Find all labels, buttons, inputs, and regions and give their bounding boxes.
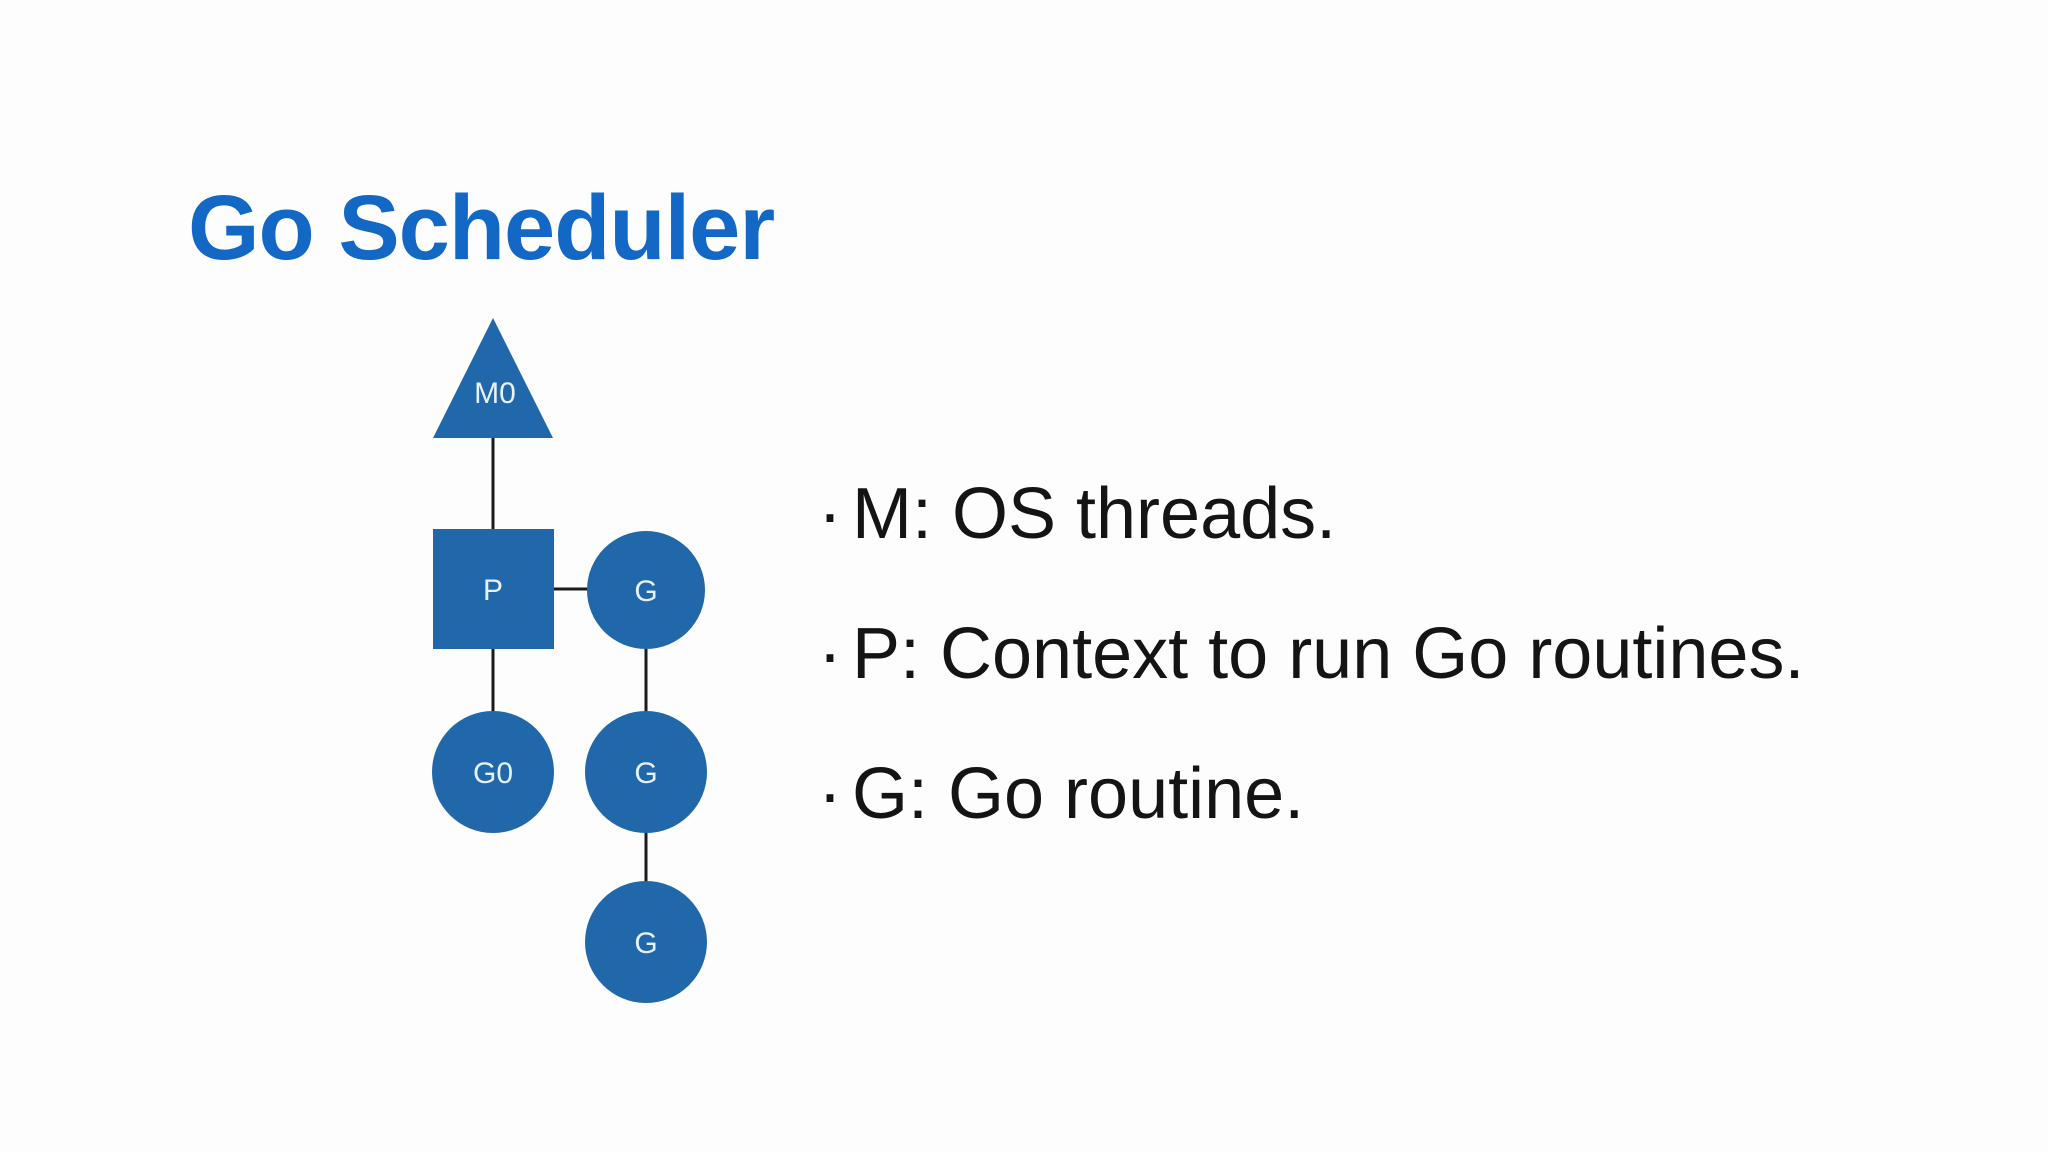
- g3-node-label: G: [634, 927, 657, 960]
- bullet-list: · M: OS threads. · P: Context to run Go …: [818, 444, 1804, 864]
- p-node-label: P: [483, 574, 503, 607]
- m0-triangle-shape: [433, 318, 553, 438]
- bullet-dot: ·: [818, 474, 842, 554]
- bullet-text-g: G: Go routine.: [851, 754, 1305, 834]
- bullet-item-p: · P: Context to run Go routines.: [818, 584, 1804, 724]
- bullet-text-m: M: OS threads.: [851, 474, 1337, 554]
- g1-circle-shape: [587, 531, 705, 649]
- bullet-dot: ·: [818, 754, 842, 834]
- g3-circle-shape: [585, 881, 707, 1003]
- g0-circle-shape: [432, 711, 554, 833]
- bullet-item-m: · M: OS threads.: [818, 444, 1804, 584]
- bullet-item-g: · G: Go routine.: [818, 724, 1804, 864]
- g2-node-label: G: [634, 757, 657, 790]
- g0-node-label: G0: [473, 757, 513, 790]
- bullet-dot: ·: [818, 614, 842, 694]
- m0-node-label: M0: [474, 377, 516, 410]
- bullet-text-p: P: Context to run Go routines.: [851, 614, 1805, 694]
- g2-circle-shape: [585, 711, 707, 833]
- p-square-shape: [433, 529, 554, 649]
- g1-node-label: G: [634, 575, 657, 608]
- page-title: Go Scheduler: [188, 176, 775, 279]
